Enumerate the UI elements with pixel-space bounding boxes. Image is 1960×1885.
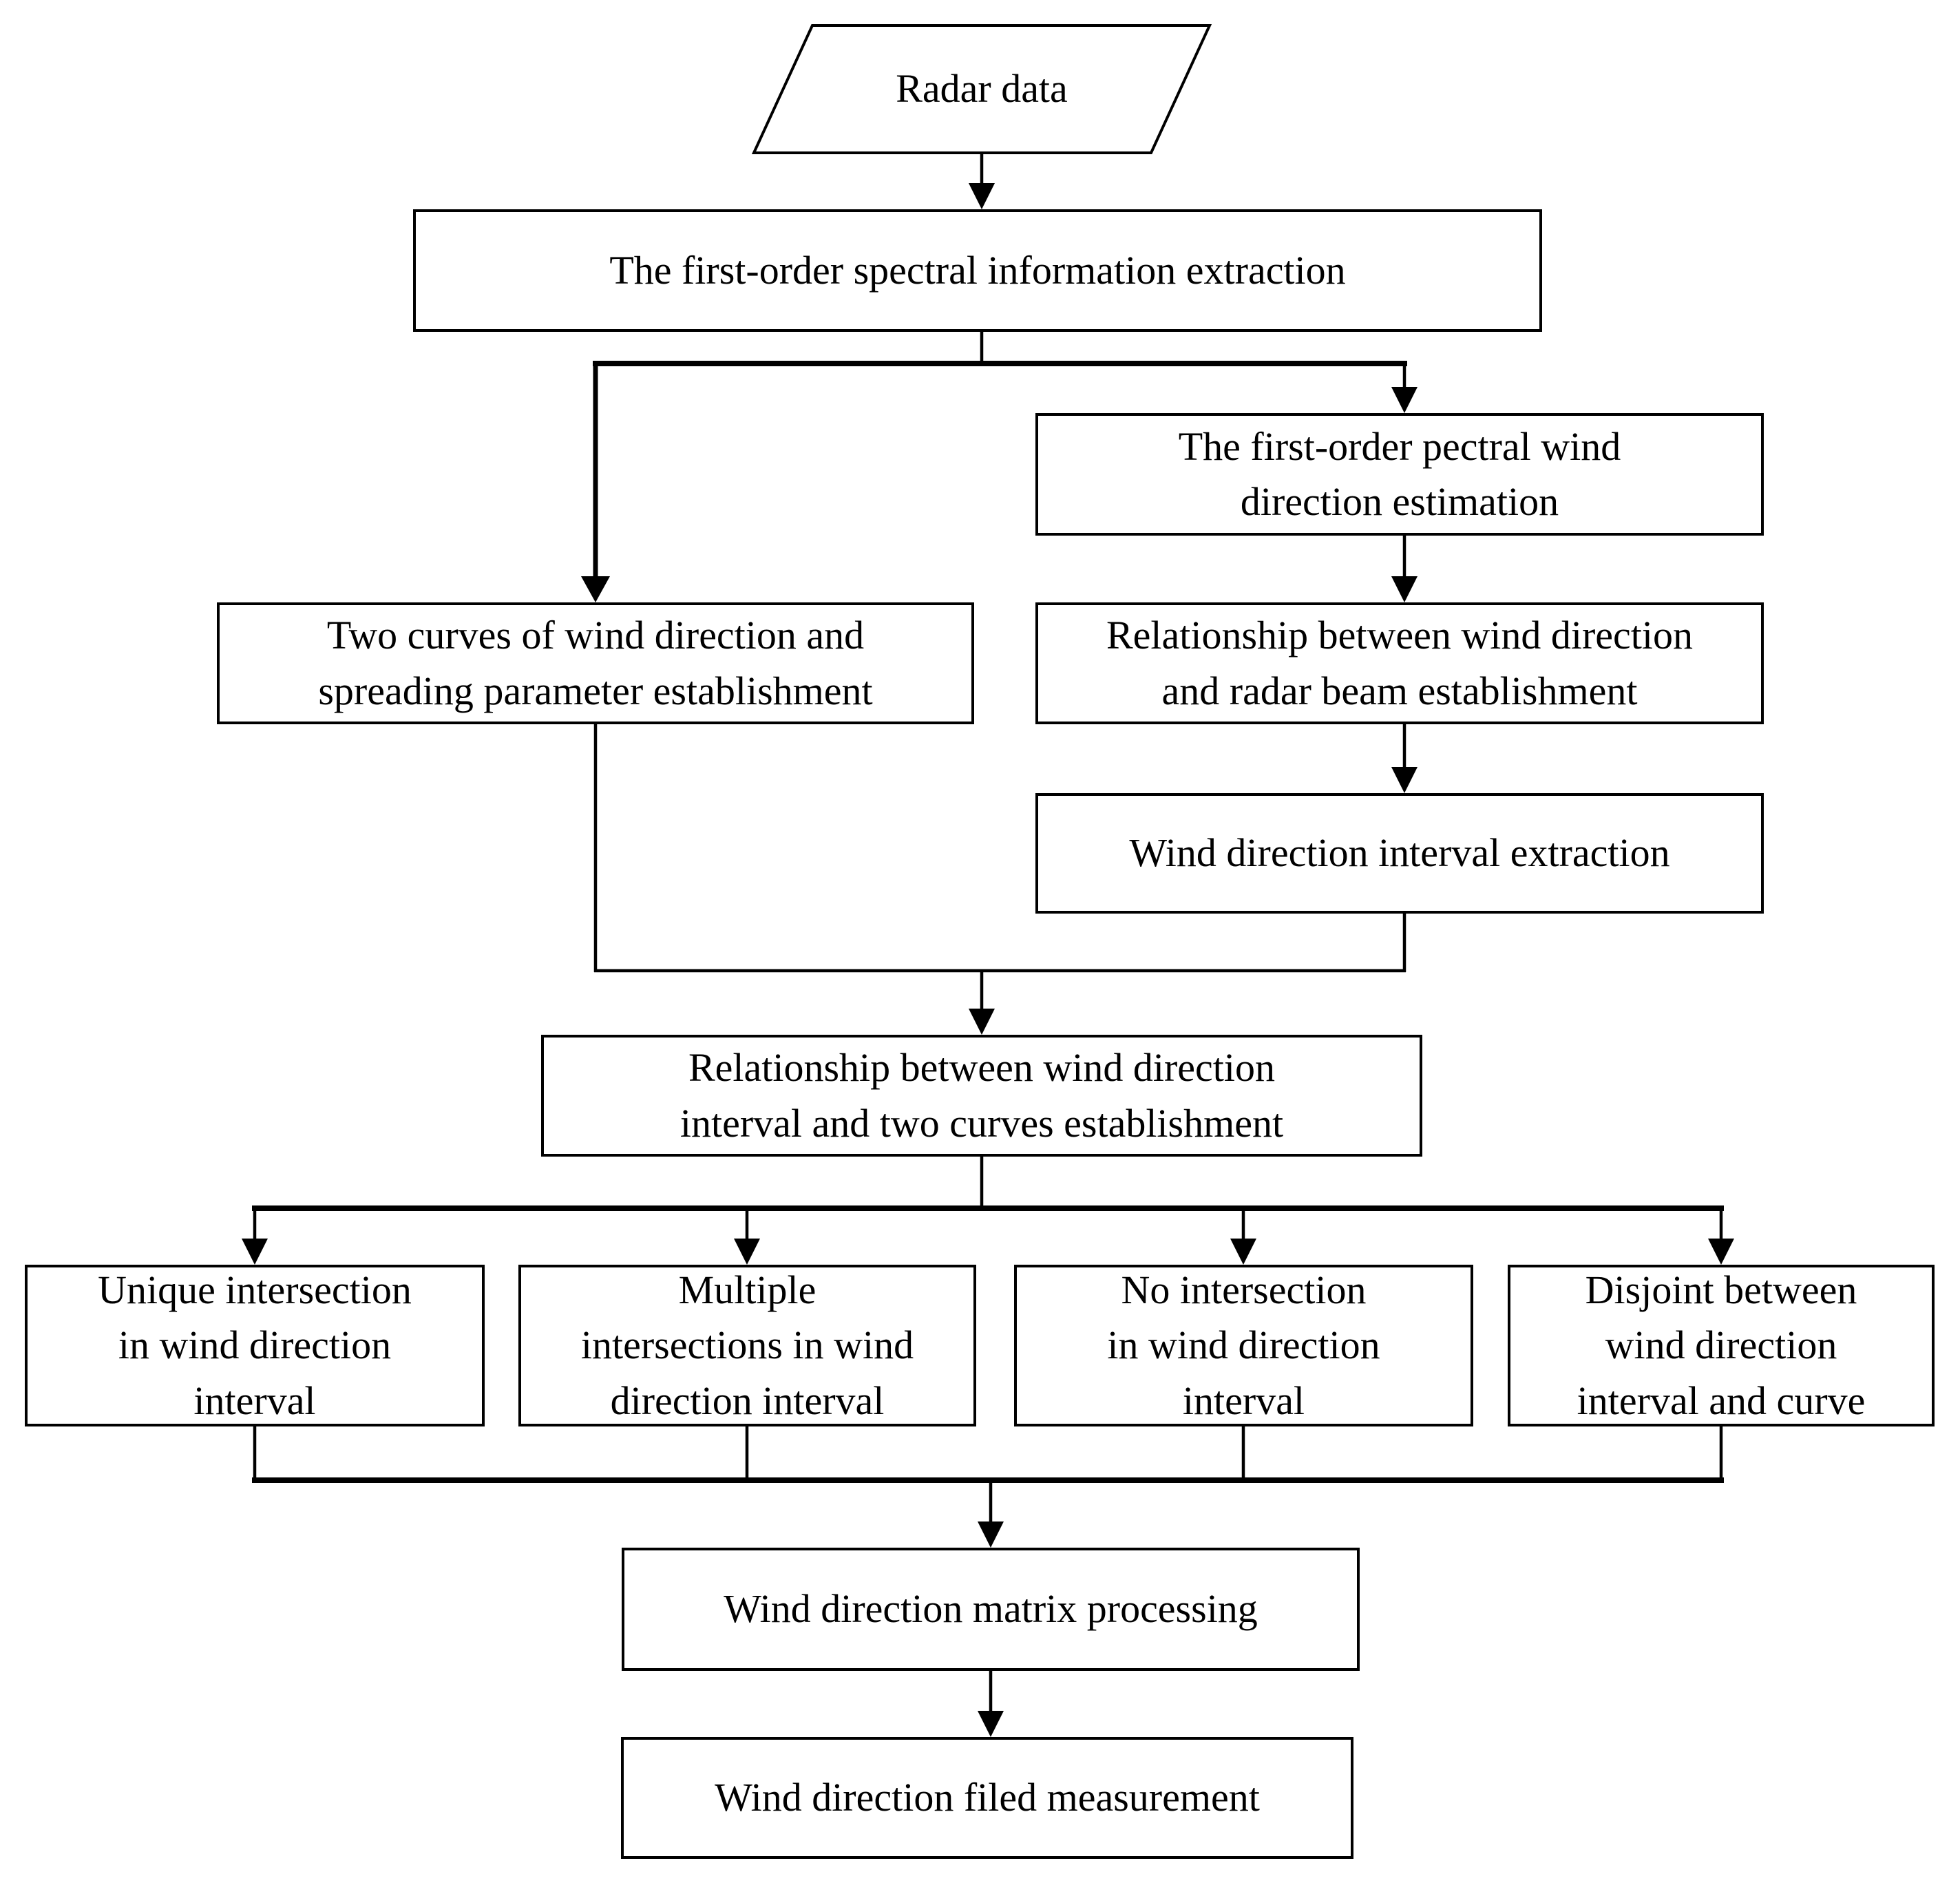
edge-radar-to-extraction [969,153,995,209]
arrow-down-icon [734,1239,760,1265]
arrow-down-icon [1708,1239,1734,1265]
edge-beam-to-interval [1391,724,1418,793]
edge-split-to-none [1230,1205,1256,1265]
node-two-curves: Two curves of wind direction and spreadi… [217,602,974,724]
arrow-down-icon [242,1239,268,1265]
node-unique-intersection-label: Unique intersection in wind direction in… [98,1267,412,1423]
edge-merge-to-relationship [593,724,1406,1035]
node-interval-extraction: Wind direction interval extraction [1035,793,1764,914]
node-disjoint: Disjoint between wind direction interval… [1508,1265,1935,1426]
arrow-down-icon [1391,576,1418,602]
arrow-down-icon [581,576,610,602]
parallelogram-shape [751,24,1212,154]
node-matrix-processing-label: Wind direction matrix processing [724,1586,1258,1632]
edge-split-to-multiple [734,1205,760,1265]
edge-estimation-to-beam [1391,536,1418,602]
arrow-down-icon [1230,1239,1256,1265]
node-spectral-extraction-label: The first-order spectral information ext… [609,247,1346,293]
node-no-intersection-label: No intersection in wind direction interv… [1107,1267,1380,1423]
arrow-down-icon [978,1521,1004,1548]
edge-split-to-two-curves [581,361,610,602]
node-interval-extraction-label: Wind direction interval extraction [1129,830,1670,876]
arrow-down-icon [969,183,995,209]
edge-relationship-split [252,1157,1724,1211]
node-filed-measurement: Wind direction filed measurement [621,1737,1353,1859]
node-unique-intersection: Unique intersection in wind direction in… [25,1265,485,1426]
edge-split-to-estimation [1391,361,1418,413]
arrow-down-icon [1391,387,1418,413]
node-spectral-extraction: The first-order spectral information ext… [413,209,1542,332]
node-wind-radar-beam: Relationship between wind direction and … [1035,602,1764,724]
node-pectral-wind-estimation: The first-order pectral wind direction e… [1035,413,1764,536]
edge-split-to-disjoint [1708,1205,1734,1265]
node-two-curves-label: Two curves of wind direction and spreadi… [318,613,873,713]
node-no-intersection: No intersection in wind direction interv… [1014,1265,1473,1426]
edge-split-to-unique [242,1205,268,1265]
edge-row-merge-to-matrix [252,1426,1724,1548]
node-radar-data: Radar data [754,25,1210,153]
edge-extraction-split [593,332,1407,366]
node-interval-two-curves: Relationship between wind direction inte… [541,1035,1422,1157]
node-interval-two-curves-label: Relationship between wind direction inte… [679,1045,1284,1146]
node-wind-radar-beam-label: Relationship between wind direction and … [1106,613,1694,713]
node-disjoint-label: Disjoint between wind direction interval… [1577,1267,1866,1423]
node-filed-measurement-label: Wind direction filed measurement [715,1775,1260,1820]
node-multiple-intersections-label: Multiple intersections in wind direction… [580,1267,914,1423]
node-radar-data-label: Radar data [896,66,1068,112]
edge-matrix-to-filed [978,1671,1004,1737]
arrow-down-icon [969,1009,995,1035]
node-matrix-processing: Wind direction matrix processing [622,1548,1360,1671]
arrow-down-icon [978,1711,1004,1737]
node-multiple-intersections: Multiple intersections in wind direction… [518,1265,976,1426]
node-pectral-wind-estimation-label: The first-order pectral wind direction e… [1178,423,1621,524]
arrow-down-icon [1391,767,1418,793]
